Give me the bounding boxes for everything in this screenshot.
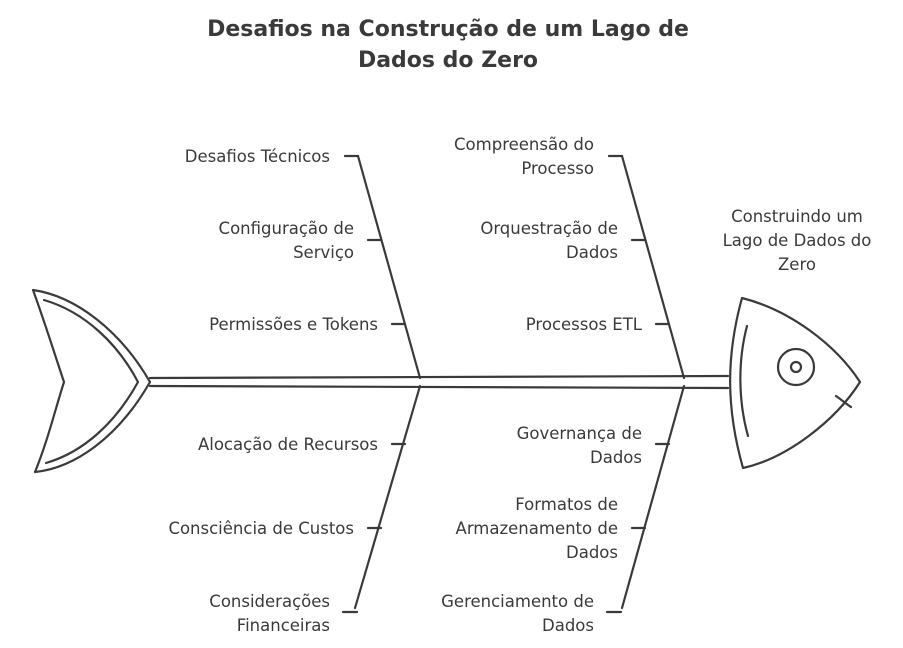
fish-tail-inner [42,298,140,465]
cause-desafios-tecnicos: Desafios Técnicos [184,147,330,166]
cause-consciencia-custos: Consciência de Custos [168,519,354,538]
cause-processos-etl: Processos ETL [525,315,642,334]
fish-eye [776,347,816,387]
title-line-2: Dados do Zero [357,48,539,73]
title-line-1: Desafios na Construção de um Lago de [207,17,689,42]
fish-head-gill [739,324,750,438]
cause-governanca-dados: Governança de Dados [516,424,642,467]
cause-alocacao-recursos: Alocação de Recursos [197,435,378,454]
cause-compreensao-processo: Compreensão do Processo [454,135,594,178]
effect-label: Construindo um Lago de Dados do Zero [722,207,872,274]
cause-consideracoes-financeiras: Considerações Financeiras [209,592,330,635]
fish-spine-lower [148,384,730,390]
fish-mouth [834,394,853,409]
cause-permissoes-tokens: Permissões e Tokens [209,315,378,334]
bone-top-left [356,154,422,380]
cause-configuracao-servico: Configuração de Serviço [218,219,354,262]
bone-top-right [620,154,686,380]
fish-spine [148,374,730,380]
cause-gerenciamento-dados: Gerenciamento de Dados [441,592,594,635]
diagram-title: Desafios na Construção de um Lago de Dad… [0,14,896,76]
fish-tail [31,288,152,474]
bone-bottom-right [620,384,686,610]
bone-bottom-left [353,384,422,610]
fish-head [729,296,862,470]
cause-orquestracao-dados: Orquestração de Dados [480,219,618,262]
cause-formatos-armazenamento: Formatos de Armazenamento de Dados [455,495,618,562]
fish-eye-pupil [789,360,803,374]
